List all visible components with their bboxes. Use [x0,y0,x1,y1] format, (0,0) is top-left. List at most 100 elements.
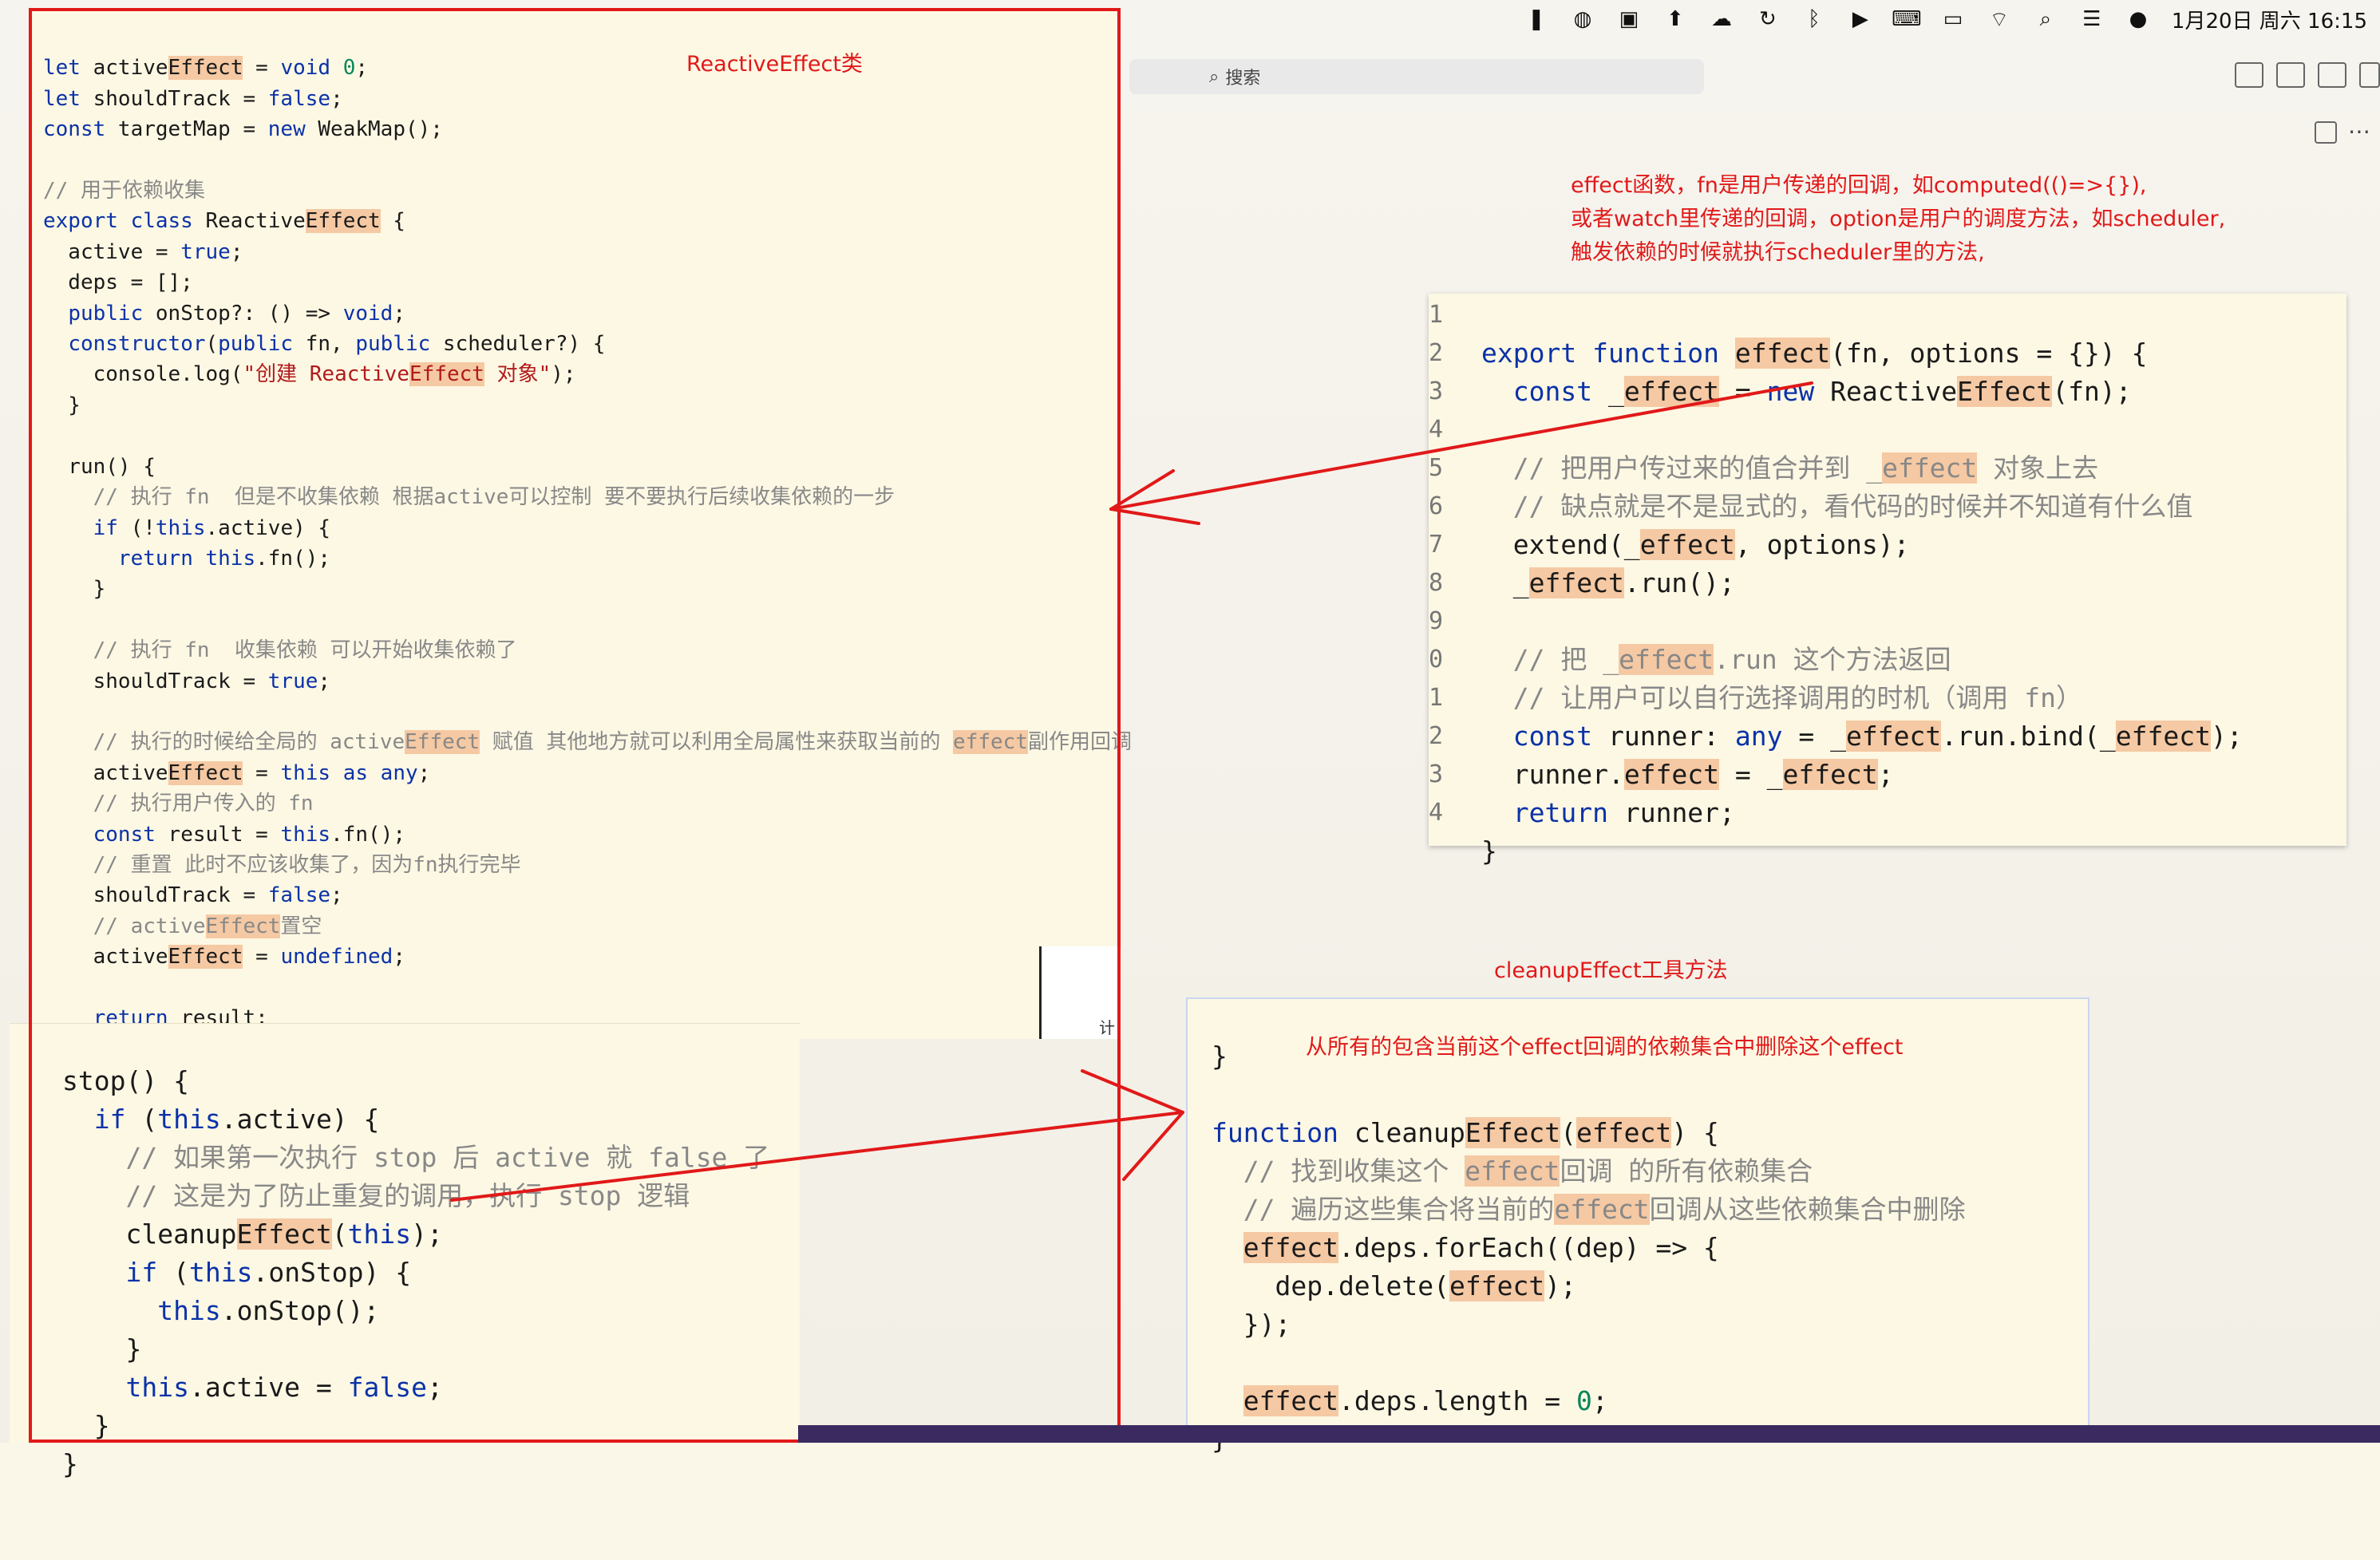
cloud-icon[interactable]: ☁ [1710,7,1732,31]
code-line: return runner; [1512,797,1735,828]
control-center-icon[interactable]: ☰ [2082,7,2101,31]
code-line: constructor(public fn, public scheduler?… [68,332,606,357]
code-comment: // 执行用户传入的 fn [43,792,314,816]
code-comment: // 重置 此时不应该收集了，因为fn执行完毕 [43,852,521,877]
code-line: }); [1212,1309,1291,1340]
arrow-stop-to-cleanup [450,1111,1184,1202]
code-comment: // 让用户可以自行选择调用的时机（调用 fn） [1481,682,2082,713]
code-line: this.onStop(); [157,1295,380,1326]
code-line: } [62,1410,110,1441]
code-line: run() { [43,454,156,479]
code-comment: // 如果第一次执行 stop 后 active 就 false 了 [62,1142,770,1173]
code-line: return this.fn(); [117,546,331,571]
partial-window-label: 计 [1099,1018,1115,1037]
search-placeholder: 搜索 [1225,69,1261,89]
cleanup-effect-code: } function cleanupEffect(effect) { // 找到… [1212,999,1966,1535]
code-line: const targetMap = new WeakMap(); [43,117,443,142]
bluetooth-icon[interactable]: ᛒ [1808,7,1821,31]
code-comment: // 执行 fn 收集依赖 可以开始收集依赖了 [43,638,517,663]
code-line: dep.delete(effect); [1212,1270,1576,1301]
code-line: activeEffect = this as any; [43,760,431,785]
arrow-head-cleanup-upper [1081,1069,1184,1114]
code-line: const _effect = new ReactiveEffect(fn); [1512,376,2132,407]
code-line: if (this.onStop) { [125,1257,412,1288]
code-comment: // 遍历这些集合将当前的effect回调从这些依赖集合中删除 [1212,1194,1966,1225]
effect-description-line-2: 或者watch里传递的回调，option是用户的调度方法，如scheduler, [1571,207,2226,231]
stop-code-panel: stop() { if (this.active) { // 如果第一次执行 s… [10,1023,800,1479]
code-line: this.active = false; [125,1372,443,1403]
code-line: let activeEffect = void 0; [43,56,369,81]
class-title-annotation: ReactiveEffect类 [686,52,863,77]
wifi-icon[interactable]: ⌔ [1989,7,2010,32]
code-comment: // 用于依赖收集 [43,179,205,203]
code-line: let shouldTrack = false; [43,86,343,111]
code-line: function cleanupEffect(effect) { [1212,1117,1719,1148]
cleanup-description-annotation: 从所有的包含当前这个effect回调的依赖集合中删除这个effect [1306,1035,1904,1060]
code-line: } [1212,1041,1228,1072]
code-line: effect.deps.forEach((dep) => { [1243,1232,1719,1263]
cleanup-effect-code-panel: } function cleanupEffect(effect) { // 找到… [1188,999,2088,1455]
code-line: } [43,577,106,602]
sync-icon[interactable]: ↻ [1759,7,1777,31]
effect-description-line-1: effect函数，fn是用户传递的回调，如computed(()=>{}), [1571,173,2147,198]
code-line: export class ReactiveEffect { [43,209,405,234]
arrow-head-class-upper [1109,469,1175,511]
code-line: } [62,1448,78,1479]
code-comment: // 执行 fn 但是不收集依赖 根据active可以控制 要不要执行后续收集依… [43,485,895,510]
reactive-effect-code: let activeEffect = void 0; let shouldTrac… [43,22,1132,1126]
split-view-icon[interactable] [2318,62,2346,88]
code-line: runner.effect = _effect; [1481,759,1894,790]
code-line: deps = []; [43,271,193,295]
menubar-datetime[interactable]: 1月20日 周六 16:15 [2171,9,2367,34]
code-line: } [1481,835,1497,867]
upload-icon[interactable]: ⬆ [1666,7,1684,31]
code-line: const result = this.fn(); [93,822,405,847]
effect-function-code: export function effect(fn, options = {})… [1481,296,2243,947]
code-line: activeEffect = undefined; [43,945,405,970]
search-icon: ⌕ [1209,66,1220,87]
code-line: extend(_effect, options); [1481,529,1910,560]
search-input[interactable]: ⌕ 搜索 [1129,59,1704,94]
code-line: _effect.run(); [1481,567,1735,598]
code-line: } [43,393,81,417]
code-line: stop() { [62,1065,189,1096]
arrow-head-class-lower [1109,507,1200,525]
code-comment: // 把用户传过来的值合并到 _effect 对象上去 [1481,452,2099,484]
arrow-head-cleanup-lower [1122,1111,1184,1181]
play-icon[interactable]: ▶ [1852,7,1868,31]
code-line: } [62,1333,142,1365]
calendar-icon[interactable]: ▣ [1619,7,1639,31]
menu-bar: ❚ ◍ ▣ ⬆ ☁ ↻ ᛒ ▶ ⌨ ▭ ⌔ ⌕ ☰ ● 1月20日 周六 16:… [1117,0,2380,38]
bookmark-icon[interactable]: ❚ [1528,7,1545,31]
siri-icon[interactable]: ● [2129,7,2148,31]
more-actions-icon[interactable]: ⋯ [2348,118,2370,144]
code-comment: // 把 _effect.run 这个方法返回 [1481,644,1951,675]
cleanup-title-annotation: cleanupEffect工具方法 [1494,958,1728,983]
code-line: console.log("创建 ReactiveEffect 对象"); [43,362,576,387]
layout-icon[interactable] [2359,62,2380,88]
dock-strip [798,1425,2380,1443]
code-line: effect.deps.length = 0; [1243,1385,1608,1416]
battery-icon[interactable]: ▭ [1943,7,1963,31]
search-icon[interactable]: ⌕ [2039,6,2052,31]
stop-code: stop() { if (this.active) { // 如果第一次执行 s… [62,1024,769,1560]
reactive-effect-code-panel: let activeEffect = void 0; let shouldTrac… [30,10,1132,1060]
code-comment: // activeEffect置空 [43,914,322,938]
effect-description-line-3: 触发依赖的时候就执行scheduler里的方法, [1571,240,1985,265]
code-line: cleanupEffect(this); [62,1218,443,1250]
split-editor-icon[interactable] [2315,121,2337,144]
code-line: if (!this.active) { [93,515,331,540]
code-comment: // 找到收集这个 effect回调 的所有依赖集合 [1212,1155,1813,1187]
code-comment: // 缺点就是不是显式的，看代码的时候并不知道有什么值 [1481,491,2193,522]
arrow-effect-to-class [1109,381,1813,511]
code-line: if (this.active) { [93,1104,380,1135]
panel-bottom-icon[interactable] [2276,62,2305,88]
input-method-icon[interactable]: ⌨ [1892,7,1922,31]
wechat-icon[interactable]: ◍ [1573,7,1592,31]
partial-window: 计 [1039,946,1121,1039]
sidebar-left-icon[interactable] [2235,62,2263,88]
code-line: const runner: any = _effect.run.bind(_ef… [1512,721,2243,752]
code-line: shouldTrack = false; [43,883,343,908]
